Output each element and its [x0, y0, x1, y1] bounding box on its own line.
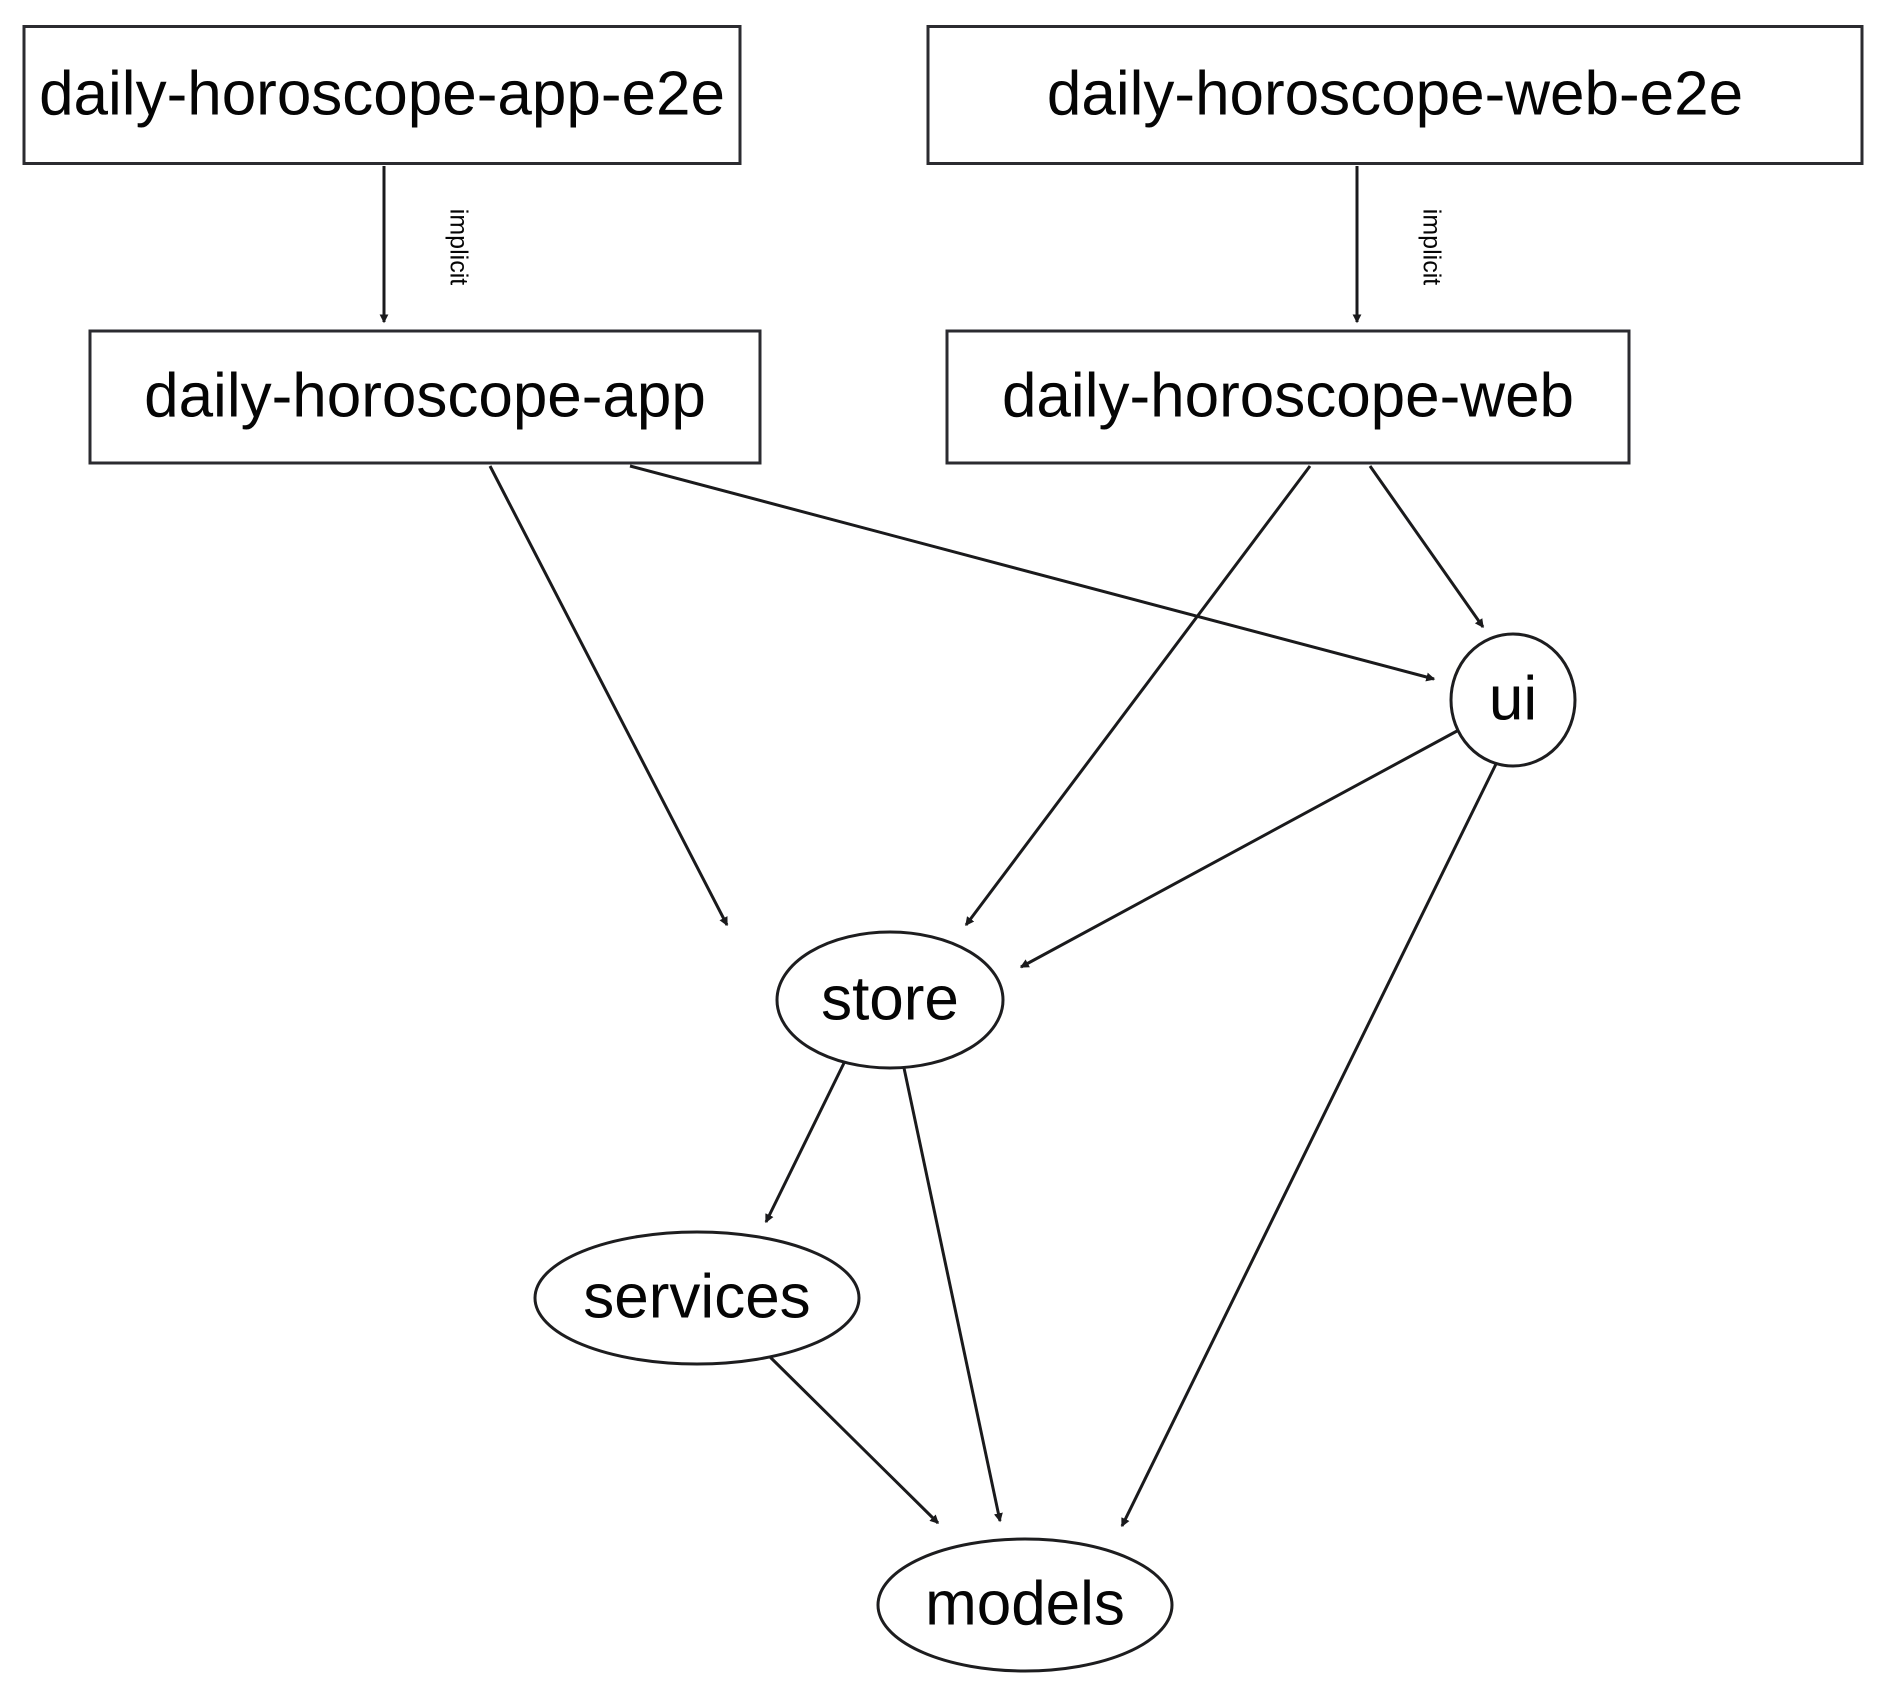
node-label-store: store	[821, 964, 959, 1033]
node-label-daily-horoscope-app: daily-horoscope-app	[144, 361, 706, 430]
graph-node-daily-horoscope-app[interactable]: daily-horoscope-app	[88, 329, 762, 465]
node-label-daily-horoscope-web: daily-horoscope-web	[1002, 361, 1574, 430]
edge-line	[629, 464, 1436, 682]
graph-edge-services-to-models	[765, 1352, 940, 1525]
edge-line	[902, 1067, 1003, 1523]
node-label-daily-horoscope-web-e2e: daily-horoscope-web-e2e	[1047, 59, 1743, 128]
edge-line	[1019, 729, 1458, 969]
edge-label-e2: implicit	[1417, 209, 1445, 285]
edge-line	[764, 1062, 846, 1224]
edge-line	[1368, 465, 1485, 629]
node-shape-rect	[926, 25, 1864, 165]
node-label-models: models	[925, 1569, 1125, 1638]
node-shape-rect	[88, 329, 762, 465]
graph-node-models[interactable]: models	[876, 1537, 1174, 1673]
node-label-ui: ui	[1489, 664, 1537, 733]
edge-line	[488, 465, 729, 927]
node-shape-ellipse	[876, 1537, 1174, 1673]
graph-node-daily-horoscope-web[interactable]: daily-horoscope-web	[945, 329, 1631, 465]
node-label-daily-horoscope-app-e2e: daily-horoscope-app-e2e	[39, 59, 725, 128]
edge-line	[765, 1352, 940, 1525]
edges-layer: implicit implicit	[379, 166, 1498, 1528]
graph-edge-daily-horoscope-app-to-ui	[629, 464, 1436, 682]
node-label-services: services	[583, 1262, 810, 1331]
graph-node-daily-horoscope-app-e2e[interactable]: daily-horoscope-app-e2e	[22, 25, 742, 165]
graph-node-ui[interactable]: ui	[1449, 632, 1577, 768]
edge-line	[1120, 763, 1498, 1528]
node-shape-ellipse	[1449, 632, 1577, 768]
node-shape-rect	[22, 25, 742, 165]
graph-edge-store-to-services	[764, 1062, 846, 1224]
graph-edge-ui-to-store	[1019, 729, 1458, 969]
graph-node-daily-horoscope-web-e2e[interactable]: daily-horoscope-web-e2e	[926, 25, 1864, 165]
graph-edge-daily-horoscope-app-to-store	[488, 465, 729, 927]
node-shape-ellipse	[533, 1230, 861, 1366]
edge-line	[964, 465, 1312, 927]
graph-edge-daily-horoscope-web-to-ui	[1368, 465, 1485, 629]
node-shape-rect	[945, 329, 1631, 465]
graph-edge-ui-to-models	[1120, 763, 1498, 1528]
graph-node-services[interactable]: services	[533, 1230, 861, 1366]
edge-label-e1: implicit	[444, 209, 472, 285]
graph-node-store[interactable]: store	[775, 930, 1005, 1070]
graph-edge-daily-horoscope-web-to-store	[964, 465, 1312, 927]
graph-edge-daily-horoscope-app-e2e-to-daily-horoscope-app: implicit	[379, 166, 472, 324]
graph-edge-daily-horoscope-web-e2e-to-daily-horoscope-web: implicit	[1352, 166, 1445, 324]
graph-edge-store-to-models	[902, 1067, 1003, 1523]
node-shape-ellipse	[775, 930, 1005, 1070]
nodes-layer: daily-horoscope-app-e2e daily-horoscope-w…	[22, 25, 1864, 1673]
